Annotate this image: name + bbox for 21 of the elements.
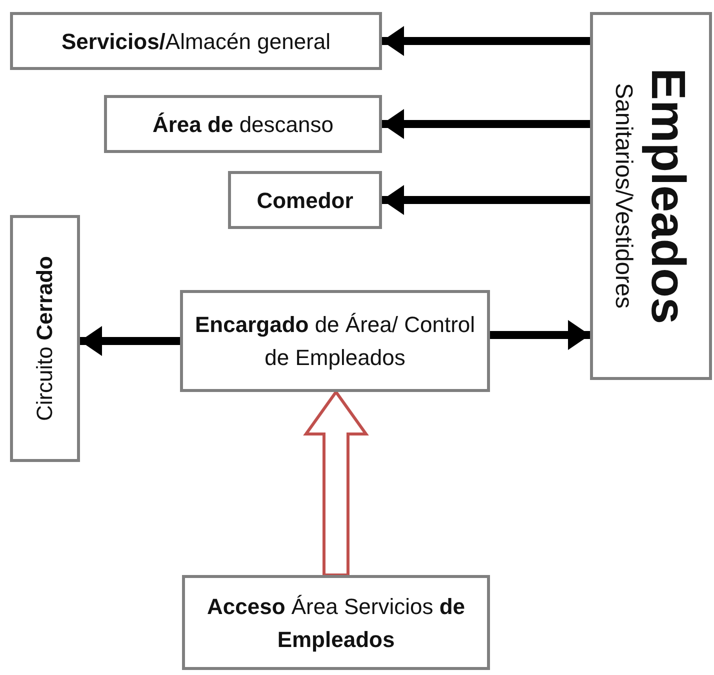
process-box xyxy=(180,290,490,392)
arrow xyxy=(382,109,590,139)
process-box xyxy=(10,12,382,70)
process-box xyxy=(590,12,712,380)
box-label: Sanitarios/Vestidores xyxy=(611,83,635,309)
box-label: Empleados xyxy=(643,68,691,324)
process-box xyxy=(104,95,382,153)
box-label: Servicios/Almacén general xyxy=(61,28,331,56)
arrow xyxy=(382,185,590,215)
arrow xyxy=(80,326,180,356)
box-label: Acceso Área Servicios de Empleados xyxy=(206,592,466,654)
box-label: Área de descanso xyxy=(152,110,334,138)
box-label: Comedor xyxy=(256,186,354,214)
box-label: Circuito Cerrado xyxy=(34,256,56,422)
process-box xyxy=(228,171,382,229)
process-box xyxy=(182,575,490,670)
process-box xyxy=(10,215,80,462)
box-label: Encargado de Área/ Control de Empleados xyxy=(195,311,475,372)
arrow xyxy=(490,320,590,350)
arrow xyxy=(382,26,590,56)
hollow-arrow xyxy=(303,389,369,576)
